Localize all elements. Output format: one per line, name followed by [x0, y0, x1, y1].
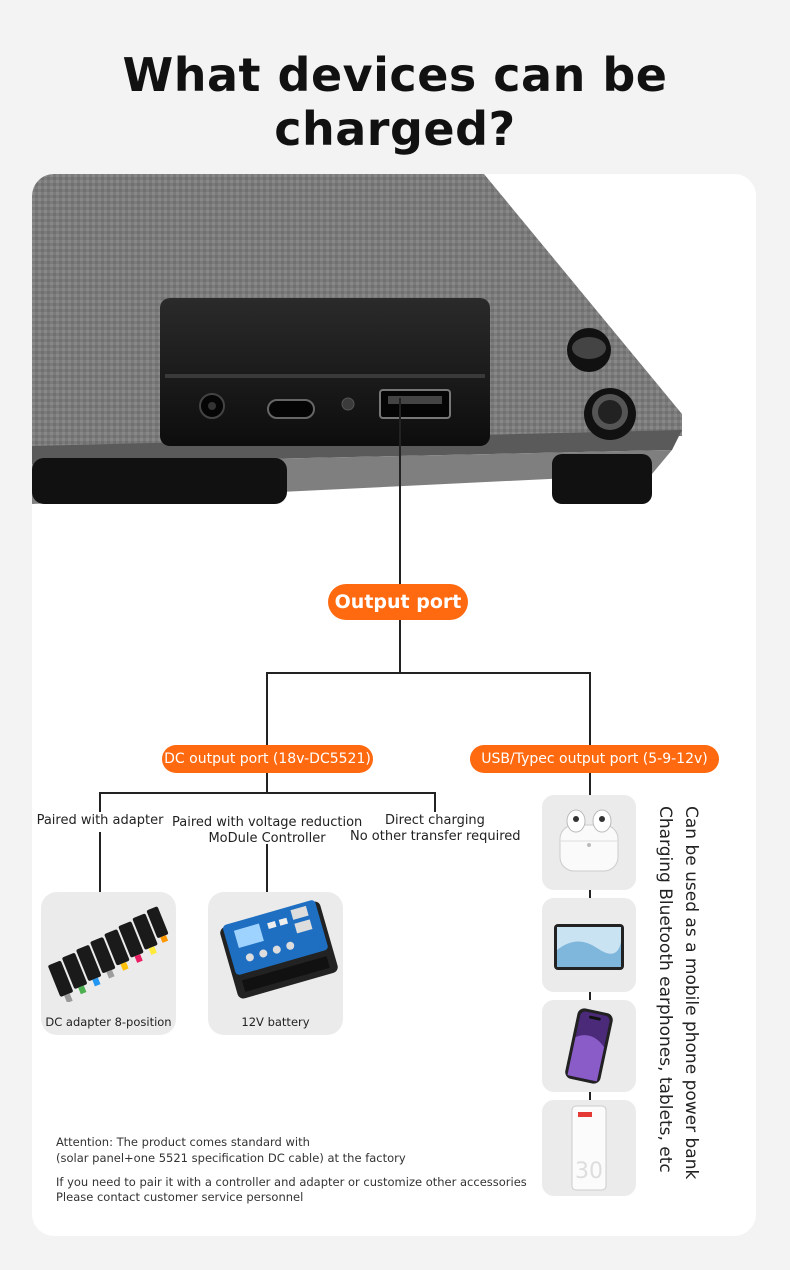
- connector-line: [589, 773, 591, 795]
- connector-line: [399, 398, 401, 584]
- page-title: What devices can be charged?: [122, 48, 668, 156]
- dc-output-port-badge: DC output port (18v-DC5521): [162, 745, 373, 773]
- connector-line: [589, 1092, 591, 1100]
- usb-note: Can be used as a mobile phone power bank…: [655, 806, 701, 1180]
- connector-line: [99, 792, 101, 812]
- phone-card: [542, 1000, 636, 1092]
- power-bank-icon: 30: [571, 1105, 607, 1191]
- connector-line: [266, 672, 268, 745]
- phone-icon: [565, 1008, 613, 1084]
- attention-line: If you need to pair it with a controller…: [56, 1175, 527, 1189]
- connector-line: [589, 890, 591, 898]
- solar-controller-icon: [220, 900, 338, 999]
- power-bank-card: 30: [542, 1100, 636, 1196]
- attention-line: Please contact customer service personne…: [56, 1190, 304, 1204]
- output-box: [160, 298, 490, 446]
- earphones-card: [542, 795, 636, 890]
- connector-line: [266, 844, 268, 892]
- controller-branch-label: Paired with voltage reduction MoDule Con…: [172, 815, 363, 846]
- dc-adapter-tips-icon: [48, 906, 169, 1002]
- dc-adapter-caption: DC adapter 8-position: [45, 1015, 172, 1029]
- attention-line: Attention: The product comes standard wi…: [56, 1135, 310, 1149]
- connector-line: [434, 792, 436, 812]
- connector-line: [589, 992, 591, 1000]
- tablet-icon: [554, 924, 624, 970]
- connector-line: [266, 672, 591, 674]
- connector-line: [266, 773, 268, 793]
- connector-line: [589, 672, 591, 745]
- tablet-card: [542, 898, 636, 992]
- led-icon: [341, 397, 355, 411]
- earphones-icon: [559, 809, 619, 872]
- solar-panel-photo: [32, 174, 756, 694]
- output-port-badge: Output port: [328, 584, 468, 620]
- adapter-branch-label: Paired with adapter: [36, 813, 164, 828]
- connector-line: [99, 792, 436, 794]
- battery-card: 12V battery: [208, 892, 343, 1035]
- battery-caption: 12V battery: [241, 1015, 310, 1029]
- content-card: Output port DC output port (18v-DC5521) …: [32, 174, 756, 1236]
- usb-output-port-badge: USB/Typec output port (5-9-12v): [470, 745, 719, 773]
- svg-text:30: 30: [575, 1159, 603, 1184]
- attention-line: (solar panel+one 5521 specification DC c…: [56, 1151, 406, 1165]
- typec-port-icon: [267, 399, 315, 419]
- connector-line: [99, 832, 101, 892]
- direct-branch-label: Direct charging No other transfer requir…: [350, 813, 521, 844]
- connector-line: [399, 620, 401, 673]
- dc-adapter-card: DC adapter 8-position: [41, 892, 176, 1035]
